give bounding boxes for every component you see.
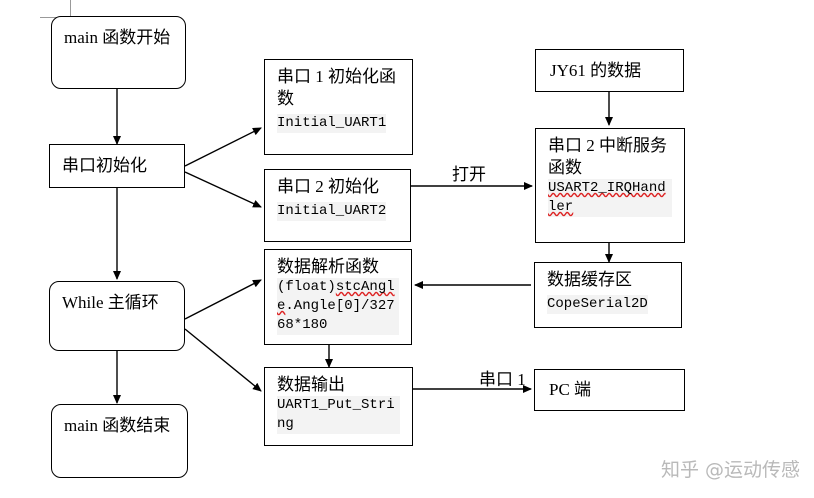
node-jy61-data: JY61 的数据 [535,49,684,92]
node-main-start: main 函数开始 [51,16,186,89]
node-data-buffer-code: CopeSerial2D [547,295,648,314]
node-parse-func-code-prefix: (float) [277,279,336,295]
node-data-output-title: 数据输出 [277,375,345,394]
arrow-while-to-parse [184,279,262,320]
node-data-buffer-title: 数据缓存区 [547,270,632,289]
node-data-output: 数据输出 UART1_Put_String [264,367,413,446]
node-uart-init: 串口初始化 [49,144,185,188]
node-main-end-label: main 函数结束 [64,416,171,435]
arrow-uart-init-to-uart2 [184,171,262,208]
node-uart1-init-code: Initial_UART1 [277,114,387,133]
node-while-loop-label: While 主循环 [62,293,159,312]
node-parse-func-code-rest: .Angle[0]/32768*180 [277,298,395,333]
node-uart2-isr-title: 串口 2 中断服务函数 [548,136,667,177]
node-uart2-init-code: Initial_UART2 [277,202,387,221]
node-uart2-isr-code: USART2_IRQHandler [548,179,672,217]
node-uart2-isr-code-text: USART2_IRQHandler [548,180,666,215]
node-main-end: main 函数结束 [51,404,188,478]
node-parse-func-title: 数据解析函数 [277,257,379,276]
edge-label-serial1: 串口 1 [479,370,526,389]
node-jy61-data-label: JY61 的数据 [550,61,642,80]
arrow-while-to-output [184,328,262,392]
node-while-loop: While 主循环 [49,281,185,351]
watermark: 知乎 @运动传感 [660,459,800,481]
node-uart2-isr: 串口 2 中断服务函数 USART2_IRQHandler [535,128,685,243]
node-pc-end-label: PC 端 [549,380,592,399]
arrow-uart-init-to-uart1 [184,127,262,167]
node-uart2-init: 串口 2 初始化 Initial_UART2 [264,169,411,242]
node-pc-end: PC 端 [534,369,685,411]
node-data-buffer: 数据缓存区 CopeSerial2D [534,262,682,328]
node-uart1-init-title: 串口 1 初始化函数 [277,67,396,108]
node-parse-func-code-wavy: stcAngle [277,279,395,314]
node-uart-init-label: 串口初始化 [62,156,147,175]
node-main-start-label: main 函数开始 [64,28,171,47]
node-data-output-code: UART1_Put_String [277,396,400,434]
node-parse-func-code: (float)stcAngle.Angle[0]/32768*180 [277,278,399,335]
node-uart1-init: 串口 1 初始化函数 Initial_UART1 [264,59,413,155]
edge-label-open: 打开 [452,165,486,184]
node-uart2-init-title: 串口 2 初始化 [277,177,379,196]
node-parse-func: 数据解析函数 (float)stcAngle.Angle[0]/32768*18… [264,249,412,345]
